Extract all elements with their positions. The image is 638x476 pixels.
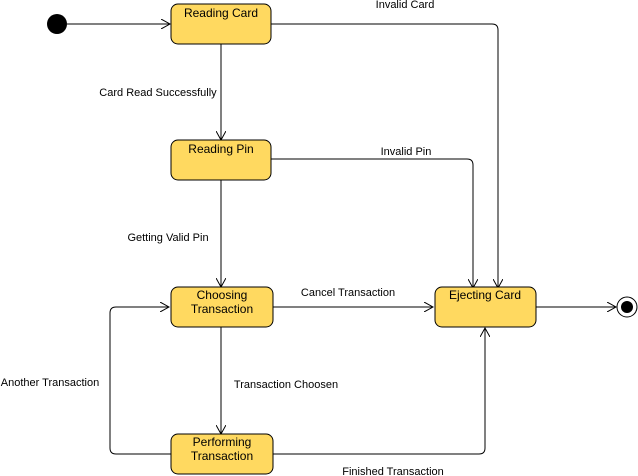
label-card-read-successfully: Card Read Successfully [99,87,217,99]
edge-invalid-pin [271,158,473,288]
state-performing-transaction-label-line1: Performing [193,435,252,449]
state-ejecting-card-label: Ejecting Card [449,288,521,302]
label-transaction-choosen: Transaction Choosen [234,379,338,391]
label-another-transaction: Another Transaction [1,377,99,389]
state-reading-card-label: Reading Card [184,6,258,20]
label-getting-valid-pin: Getting Valid Pin [127,232,208,244]
label-invalid-card: Invalid Card [376,0,435,11]
state-choosing-transaction: Choosing Transaction [170,286,274,328]
state-choosing-transaction-label-line1: Choosing [197,288,248,302]
state-reading-card: Reading Card [170,3,272,45]
edge-another-transaction [109,307,171,455]
edge-finished-transaction [273,328,485,455]
state-reading-pin: Reading Pin [170,139,272,181]
label-invalid-pin: Invalid Pin [381,146,432,158]
label-finished-transaction: Finished Transaction [342,466,444,476]
state-choosing-transaction-label-line2: Transaction [191,302,253,316]
state-ejecting-card: Ejecting Card [434,286,537,328]
final-node [616,296,638,318]
state-performing-transaction-label-line2: Transaction [191,449,253,463]
initial-node [47,14,67,34]
state-performing-transaction: Performing Transaction [170,433,274,475]
edge-invalid-card [271,23,498,288]
label-cancel-transaction: Cancel Transaction [301,287,395,299]
state-reading-pin-label: Reading Pin [188,142,253,156]
